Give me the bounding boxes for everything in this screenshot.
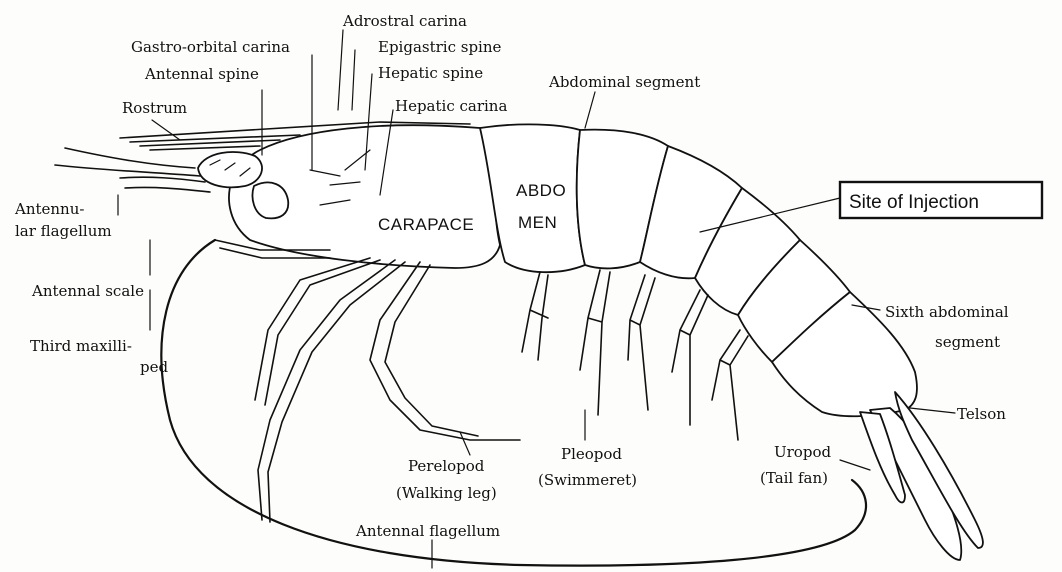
label-pleopod-2: (Swimmeret) — [538, 471, 637, 489]
label-third-maxilliped-2: ped — [140, 358, 168, 376]
label-epigastric-spine: Epigastric spine — [378, 38, 502, 56]
label-gastro-orbital-carina: Gastro-orbital carina — [131, 38, 290, 56]
label-antennular-flagellum-1: Antennu- — [14, 200, 84, 218]
label-site-of-injection: Site of Injection — [849, 192, 979, 213]
label-hepatic-carina: Hepatic carina — [395, 97, 507, 115]
label-adrostral-carina: Adrostral carina — [342, 12, 467, 30]
eye — [198, 152, 262, 187]
label-telson: Telson — [957, 405, 1006, 423]
label-abdomen-1: ABDO — [516, 181, 566, 200]
label-perelopod-2: (Walking leg) — [396, 484, 497, 502]
antennal-scale-shape — [253, 182, 289, 218]
label-sixth-abdominal-segment-2: segment — [935, 333, 1000, 351]
label-rostrum: Rostrum — [122, 99, 187, 117]
label-carapace: CARAPACE — [378, 215, 474, 234]
label-pleopod-1: Pleopod — [561, 445, 622, 463]
label-antennal-spine: Antennal spine — [144, 65, 259, 83]
abdomen-segments — [480, 124, 917, 416]
label-sixth-abdominal-segment-1: Sixth abdominal — [885, 303, 1009, 321]
label-antennal-scale: Antennal scale — [31, 282, 144, 300]
walking-legs — [215, 240, 520, 522]
label-perelopod-1: Perelopod — [408, 457, 485, 475]
label-uropod-1: Uropod — [774, 443, 831, 461]
label-antennal-flagellum: Antennal flagellum — [355, 522, 500, 540]
label-uropod-2: (Tail fan) — [760, 469, 828, 487]
label-antennular-flagellum-2: lar flagellum — [15, 222, 112, 240]
label-third-maxilliped-1: Third maxilli- — [30, 337, 132, 355]
label-abdomen-2: MEN — [518, 213, 557, 232]
label-abdominal-segment: Abdominal segment — [548, 73, 700, 91]
label-hepatic-spine: Hepatic spine — [378, 64, 483, 82]
antennular-flagella — [55, 148, 210, 192]
